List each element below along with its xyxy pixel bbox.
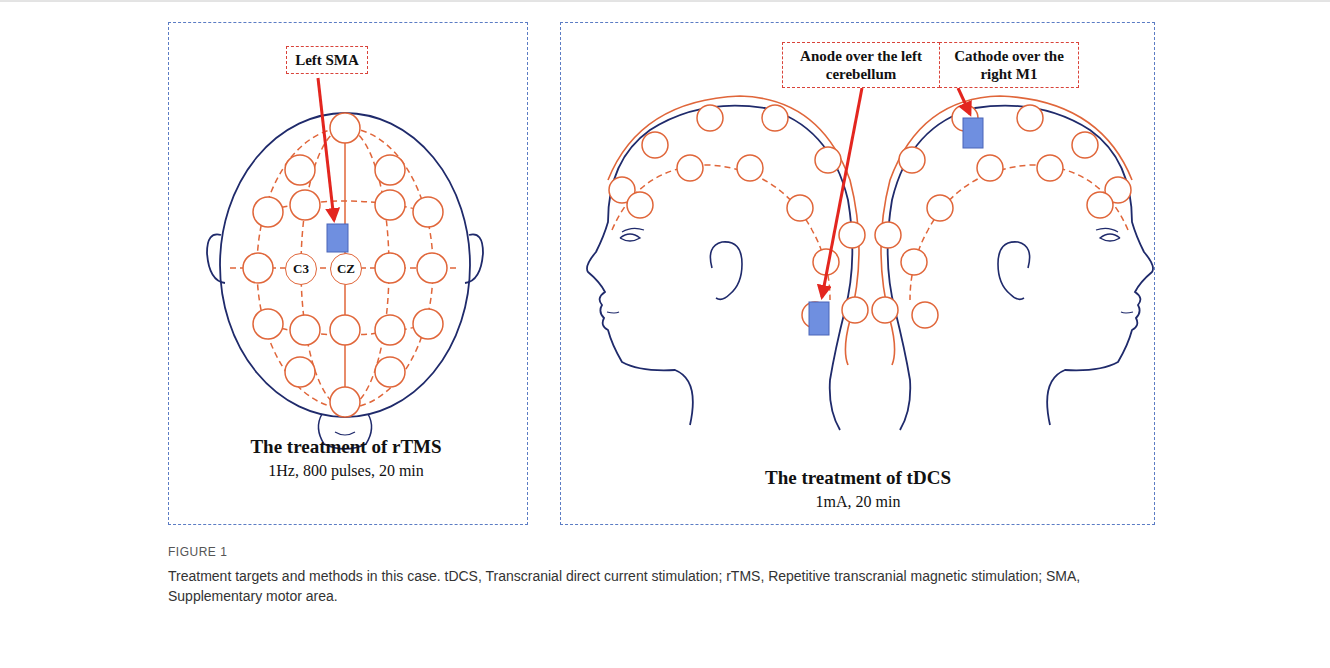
top-view-head [207,113,483,449]
parameter-text: 1Hz, 800 pulses, 20 min [268,462,424,480]
leader-arrow [958,88,970,114]
electrode-site [290,315,320,345]
node-label: Left SMA [295,51,359,69]
target-callout: Anode over the left cerebellum [782,42,940,88]
panel-heading: The treatment of rTMS [250,436,441,458]
electrode-site [737,155,763,181]
electrode-site [375,155,405,185]
electrode-site [330,387,360,417]
electrode-site [375,357,405,387]
leader-arrow [822,88,862,297]
electrode-site [627,192,653,218]
cathode-electrode [963,118,983,148]
electrode-site [375,315,405,345]
electrode-site [762,105,788,131]
side-view-head-mirrored [872,96,1153,430]
node-label: C3 [293,261,309,277]
electrode-site [243,253,273,283]
electrode-site [413,309,443,339]
electrode-site [839,222,865,248]
electrode-label: CZ [330,253,362,285]
electrode-site [375,190,405,220]
node-label: Cathode over the right M1 [948,47,1070,83]
electrode-site [290,190,320,220]
leader-arrow [318,78,334,220]
electrode-site [677,155,703,181]
electrode-site [642,132,668,158]
electrode-site [697,105,723,131]
electrode-site [253,197,283,227]
electrode-site [413,197,443,227]
node-label: CZ [337,261,355,277]
node-label: Anode over the left cerebellum [791,47,931,83]
electrode-site [330,315,360,345]
electrode-site [417,253,447,283]
figure-caption: Treatment targets and methods in this ca… [168,566,1168,606]
figure-number: FIGURE 1 [168,545,227,559]
electrode-site [842,297,868,323]
electrode-site [285,357,315,387]
treatment-panel: The treatment of tDCS 1mA, 20 min Anode ov… [560,22,1155,525]
parameter-text: 1mA, 20 min [816,493,901,511]
top-rule [0,1,1330,2]
anode-electrode [809,302,829,335]
electrode-site [285,155,315,185]
treatment-panel: The treatment of rTMS 1Hz, 800 pulses, 20… [168,22,528,525]
panel-heading: The treatment of tDCS [765,467,951,489]
target-callout: Left SMA [286,46,368,74]
electrode-label: C3 [285,253,317,285]
side-view-head [587,96,868,430]
electrode-site [787,195,813,221]
target-callout: Cathode over the right M1 [939,42,1079,88]
electrode-site [375,253,405,283]
electrode-site [253,309,283,339]
electrode-site [330,113,360,143]
electrode-site [815,147,841,173]
